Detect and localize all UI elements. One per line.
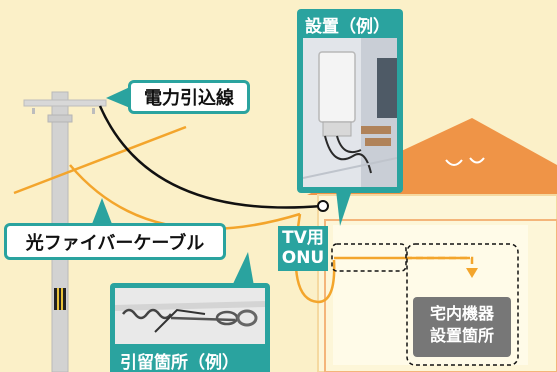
- anchor-example-photo: [115, 288, 265, 344]
- anchor-photo-image: [115, 288, 265, 344]
- onu-photo-image: [303, 38, 397, 187]
- anchor-label-pointer: [232, 252, 254, 286]
- tv-onu-box: TV用 ONU: [278, 226, 328, 271]
- fiber-cable-label: 光ファイバーケーブル: [4, 223, 226, 260]
- install-example-photo: [303, 38, 397, 187]
- anchor-example-callout: 引留箇所（例）: [110, 283, 270, 372]
- fiber-entry-highlight: [331, 243, 407, 272]
- install-example-callout: 設置（例）: [297, 9, 403, 193]
- power-drop-line: [98, 105, 323, 209]
- power-line-label: 電力引込線: [128, 80, 250, 114]
- power-label-pointer: [106, 86, 132, 108]
- equipment-location-box: 宅内機器 設置箇所: [413, 297, 511, 357]
- fiber-label-pointer: [92, 198, 112, 224]
- power-connection-point: [317, 200, 329, 212]
- install-photo-pointer: [336, 190, 352, 226]
